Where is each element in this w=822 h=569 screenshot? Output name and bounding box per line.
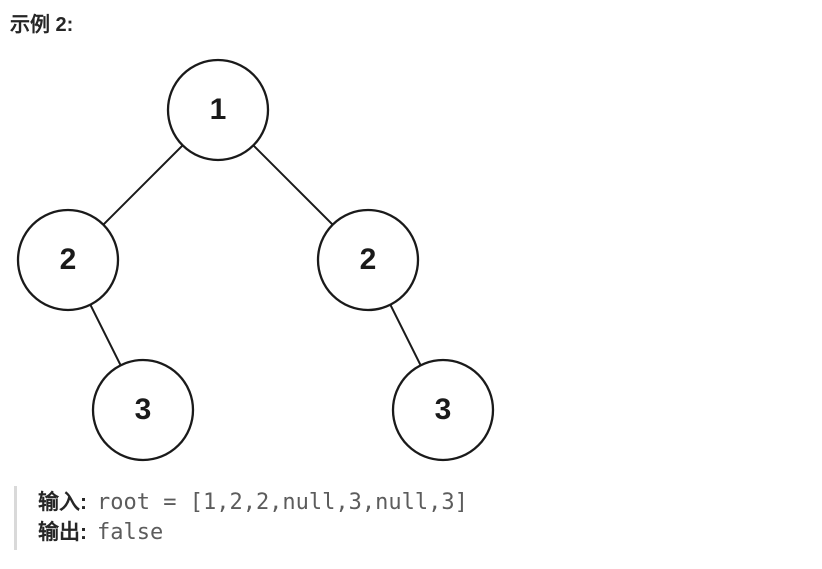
tree-node-circle [316,208,420,312]
tree-node-value: 3 [435,393,452,426]
tree-node: 2 [316,208,420,312]
tree-node: 3 [391,358,495,462]
tree-node-value: 2 [60,243,77,276]
output-value: false [97,520,164,545]
tree-node-value: 2 [360,243,377,276]
output-line: 输出: false [38,518,468,548]
tree-node: 2 [16,208,120,312]
input-value: root = [1,2,2,null,3,null,3] [97,490,468,515]
tree-node: 1 [166,58,270,162]
tree-node-value: 3 [135,393,152,426]
tree-node-circle [166,58,270,162]
example-title: 示例 2: [10,14,74,36]
tree-node: 3 [91,358,195,462]
tree-node-circle [16,208,120,312]
input-line: 输入: root = [1,2,2,null,3,null,3] [38,488,468,518]
binary-tree-diagram: 1 2 2 3 3 [16,58,495,462]
input-label: 输入: [38,491,87,514]
tree-node-circle [91,358,195,462]
tree-node-value: 1 [210,93,227,126]
tree-node-circle [391,358,495,462]
output-label: 输出: [38,521,87,544]
example-io-block: 输入: root = [1,2,2,null,3,null,3] 输出: false [14,486,468,550]
